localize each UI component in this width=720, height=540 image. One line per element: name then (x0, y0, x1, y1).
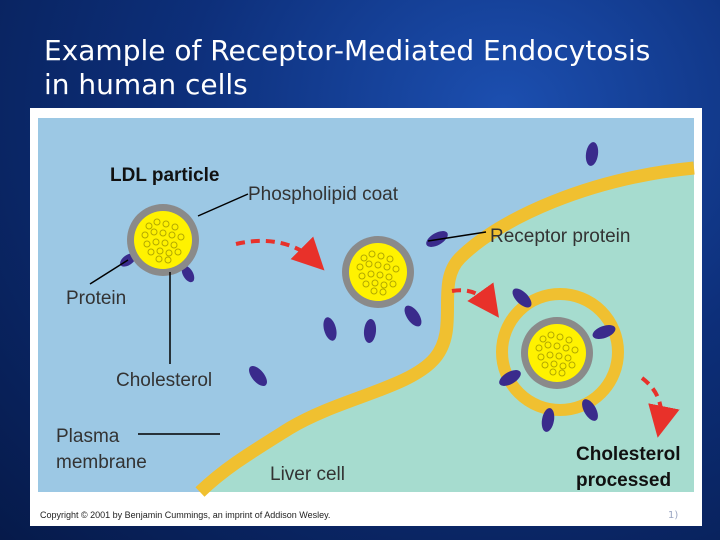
ldl-particle-bound (341, 235, 415, 309)
ldl-particle-vesicle (520, 316, 594, 390)
arrow-icon (640, 376, 680, 438)
label-cholesterol-processed-line-1: Cholesterol (576, 444, 681, 465)
receptor-icon (585, 142, 599, 166)
receptor-icon (249, 366, 267, 386)
leader-line (197, 193, 249, 217)
leader-line (427, 231, 487, 242)
slide-title: Example of Receptor-Mediated Endocytosis… (44, 34, 704, 102)
receptor-icon (592, 325, 616, 339)
label-protein: Protein (66, 288, 126, 309)
label-membrane: membrane (56, 452, 147, 473)
receptor-icon (181, 265, 195, 283)
label-ldl-particle: LDL particle (110, 165, 219, 186)
slide-title-line-2: in human cells (44, 68, 248, 101)
label-liver-cell: Liver cell (270, 464, 345, 485)
slide-title-line-1: Example of Receptor-Mediated Endocytosis (44, 34, 651, 67)
leader-lines (89, 193, 487, 435)
label-receptor-protein: Receptor protein (490, 226, 630, 247)
receptor-icon (363, 319, 377, 343)
ldl-particle-free (126, 203, 200, 277)
leader-line (89, 259, 129, 285)
arrow-icon (235, 236, 325, 271)
receptor-icon (582, 399, 598, 421)
receptor-icon (323, 317, 337, 341)
receptor-icon (512, 288, 532, 308)
receptor-icon (499, 370, 521, 386)
receptor-icon (541, 408, 555, 432)
label-plasma: Plasma (56, 426, 120, 447)
plasma-membrane-line (195, 161, 695, 497)
receptor-icon (404, 305, 422, 327)
copyright-notice: Copyright © 2001 by Benjamin Cummings, a… (40, 510, 330, 520)
label-phospholipid-coat: Phospholipid coat (248, 184, 399, 205)
label-cholesterol-processed-line-2: processed (576, 470, 671, 491)
page-number: 1) (668, 510, 679, 521)
arrow-icon (451, 282, 499, 318)
endocytosis-diagram: LDL particle Phospholipid coat Receptor … (38, 118, 695, 520)
process-arrows (235, 236, 680, 438)
figure-frame: LDL particle Phospholipid coat Receptor … (30, 108, 702, 526)
label-cholesterol: Cholesterol (116, 370, 212, 391)
